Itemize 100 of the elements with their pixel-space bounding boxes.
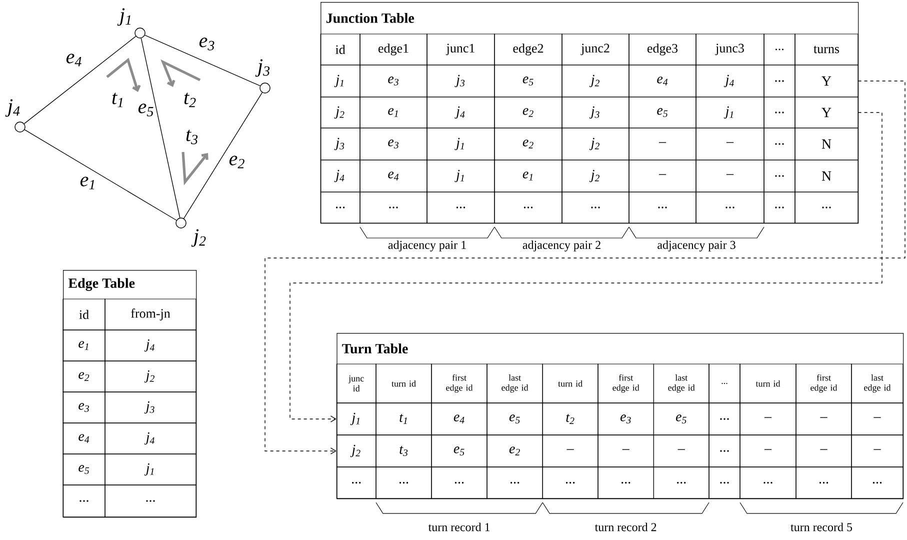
table-cell: ... <box>764 192 796 224</box>
graph-edge <box>24 36 136 124</box>
table-cell: e$_{2}$ <box>62 360 106 392</box>
table-cell: last edge id <box>653 364 710 404</box>
table-cell: ... <box>562 192 630 224</box>
edge-label: e$_{5}$ <box>138 104 154 116</box>
table-cell: e$_{3}$ <box>598 402 654 436</box>
table-cell: e$_{2}$ <box>494 128 562 160</box>
table-cell: j$_{3}$ <box>562 96 630 128</box>
table-cell: – <box>696 128 764 160</box>
table-cell: ... <box>796 466 852 499</box>
table-cell: – <box>851 434 904 468</box>
junction-circle <box>14 122 26 132</box>
edge-label: e$_{2}$ <box>229 156 244 168</box>
junction-label: j$_{4}$ <box>5 99 20 117</box>
table-cell: turn id <box>542 364 598 404</box>
table-cell: N <box>794 160 858 192</box>
table-cell: t$_{3}$ <box>376 434 432 468</box>
table-cell: ... <box>764 34 796 66</box>
table-cell: e$_{5}$ <box>62 454 106 486</box>
table-cell: ... <box>336 466 376 499</box>
table-cell: j$_{4}$ <box>426 96 495 128</box>
table-cell: id <box>320 34 360 66</box>
table-cell: t$_{1}$ <box>376 402 432 436</box>
table-cell: turn id <box>740 364 796 404</box>
graph-edge <box>24 129 177 221</box>
table-cell: e$_{5}$ <box>494 64 562 98</box>
table-cell: ... <box>628 192 696 224</box>
table-cell: e$_{4}$ <box>628 64 696 98</box>
table-cell: e$_{4}$ <box>360 160 428 192</box>
table-cell: ... <box>542 466 598 499</box>
junction-label: j$_{3}$ <box>255 59 270 77</box>
table-cell: turn id <box>376 364 432 404</box>
table-cell: last edge id <box>486 364 543 404</box>
table-cell: e$_{3}$ <box>62 392 106 424</box>
table-cell: id <box>62 298 106 330</box>
table-cell: e$_{5}$ <box>431 434 488 468</box>
table-cell: j$_{1}$ <box>336 402 376 436</box>
dashed-arrow <box>290 112 882 422</box>
table-cell: Y <box>794 64 858 98</box>
graph-edge <box>140 38 180 218</box>
table-cell: ... <box>764 128 796 160</box>
group-label: turn record 2 <box>594 522 656 532</box>
table-cell: e$_{1}$ <box>494 160 562 192</box>
turn-label: t$_{3}$ <box>186 130 198 144</box>
table-cell: ... <box>426 192 495 224</box>
table-cell: ... <box>708 434 740 468</box>
table-cell: e$_{3}$ <box>360 64 428 98</box>
junction-circle <box>176 218 186 228</box>
table-cell: first edge id <box>598 364 654 404</box>
group-label: adjacency pair 2 <box>522 240 600 252</box>
table-cell: – <box>740 402 796 436</box>
edge-label: e$_{1}$ <box>80 176 94 190</box>
table-cell: edge3 <box>628 34 696 66</box>
table-cell: – <box>628 160 696 192</box>
table-cell: N <box>794 128 858 160</box>
table-cell: – <box>653 434 710 468</box>
table-cell: e$_{5}$ <box>486 402 543 436</box>
table-cell: junc1 <box>426 34 495 66</box>
table-cell: ... <box>696 192 764 224</box>
table-cell: from-jn <box>104 298 196 330</box>
table-cell: ... <box>598 466 654 499</box>
table-cell: ... <box>431 466 488 499</box>
table-cell: j$_{1}$ <box>426 160 495 192</box>
table-cell: e$_{5}$ <box>653 402 710 436</box>
table-cell: last edge id <box>851 364 904 404</box>
table-cell: ... <box>494 192 562 224</box>
group-label: turn record 1 <box>428 522 490 532</box>
table-cell: j$_{1}$ <box>696 96 764 128</box>
edge-label: e$_{4}$ <box>66 54 82 66</box>
table-cell: edge1 <box>360 34 428 66</box>
table-cell: e$_{2}$ <box>494 96 562 128</box>
table-cell: junc2 <box>562 34 630 66</box>
group-label: turn record 5 <box>790 522 852 532</box>
table-cell: e$_{1}$ <box>360 96 428 128</box>
table-cell: j$_{2}$ <box>104 360 196 392</box>
dashed-arrow <box>264 80 906 454</box>
group-label: adjacency pair 3 <box>658 240 736 252</box>
table-cell: edge2 <box>494 34 562 66</box>
table-cell: j$_{2}$ <box>562 160 630 192</box>
table-cell: – <box>796 402 852 436</box>
table-cell: j$_{3}$ <box>320 128 360 160</box>
table-cell: ... <box>764 96 796 128</box>
table-cell: j$_{4}$ <box>104 422 196 454</box>
table-cell: j$_{4}$ <box>104 330 196 362</box>
table-cell: ... <box>653 466 710 499</box>
junction-circle <box>260 82 270 94</box>
table-cell: j$_{3}$ <box>426 64 495 98</box>
table-cell: – <box>696 160 764 192</box>
table-cell: ... <box>104 484 196 518</box>
table-cell: ... <box>376 466 432 499</box>
table-cell: ... <box>764 64 796 98</box>
turn-label: t$_{2}$ <box>184 92 196 108</box>
graph-edge <box>183 92 263 219</box>
table-cell: ... <box>62 484 106 518</box>
junction-label: j$_{1}$ <box>117 8 131 26</box>
table-cell: e$_{5}$ <box>628 96 696 128</box>
table-cell: Y <box>794 96 858 128</box>
table-cell: j$_{2}$ <box>562 128 630 160</box>
table-cell: e$_{4}$ <box>62 422 106 454</box>
